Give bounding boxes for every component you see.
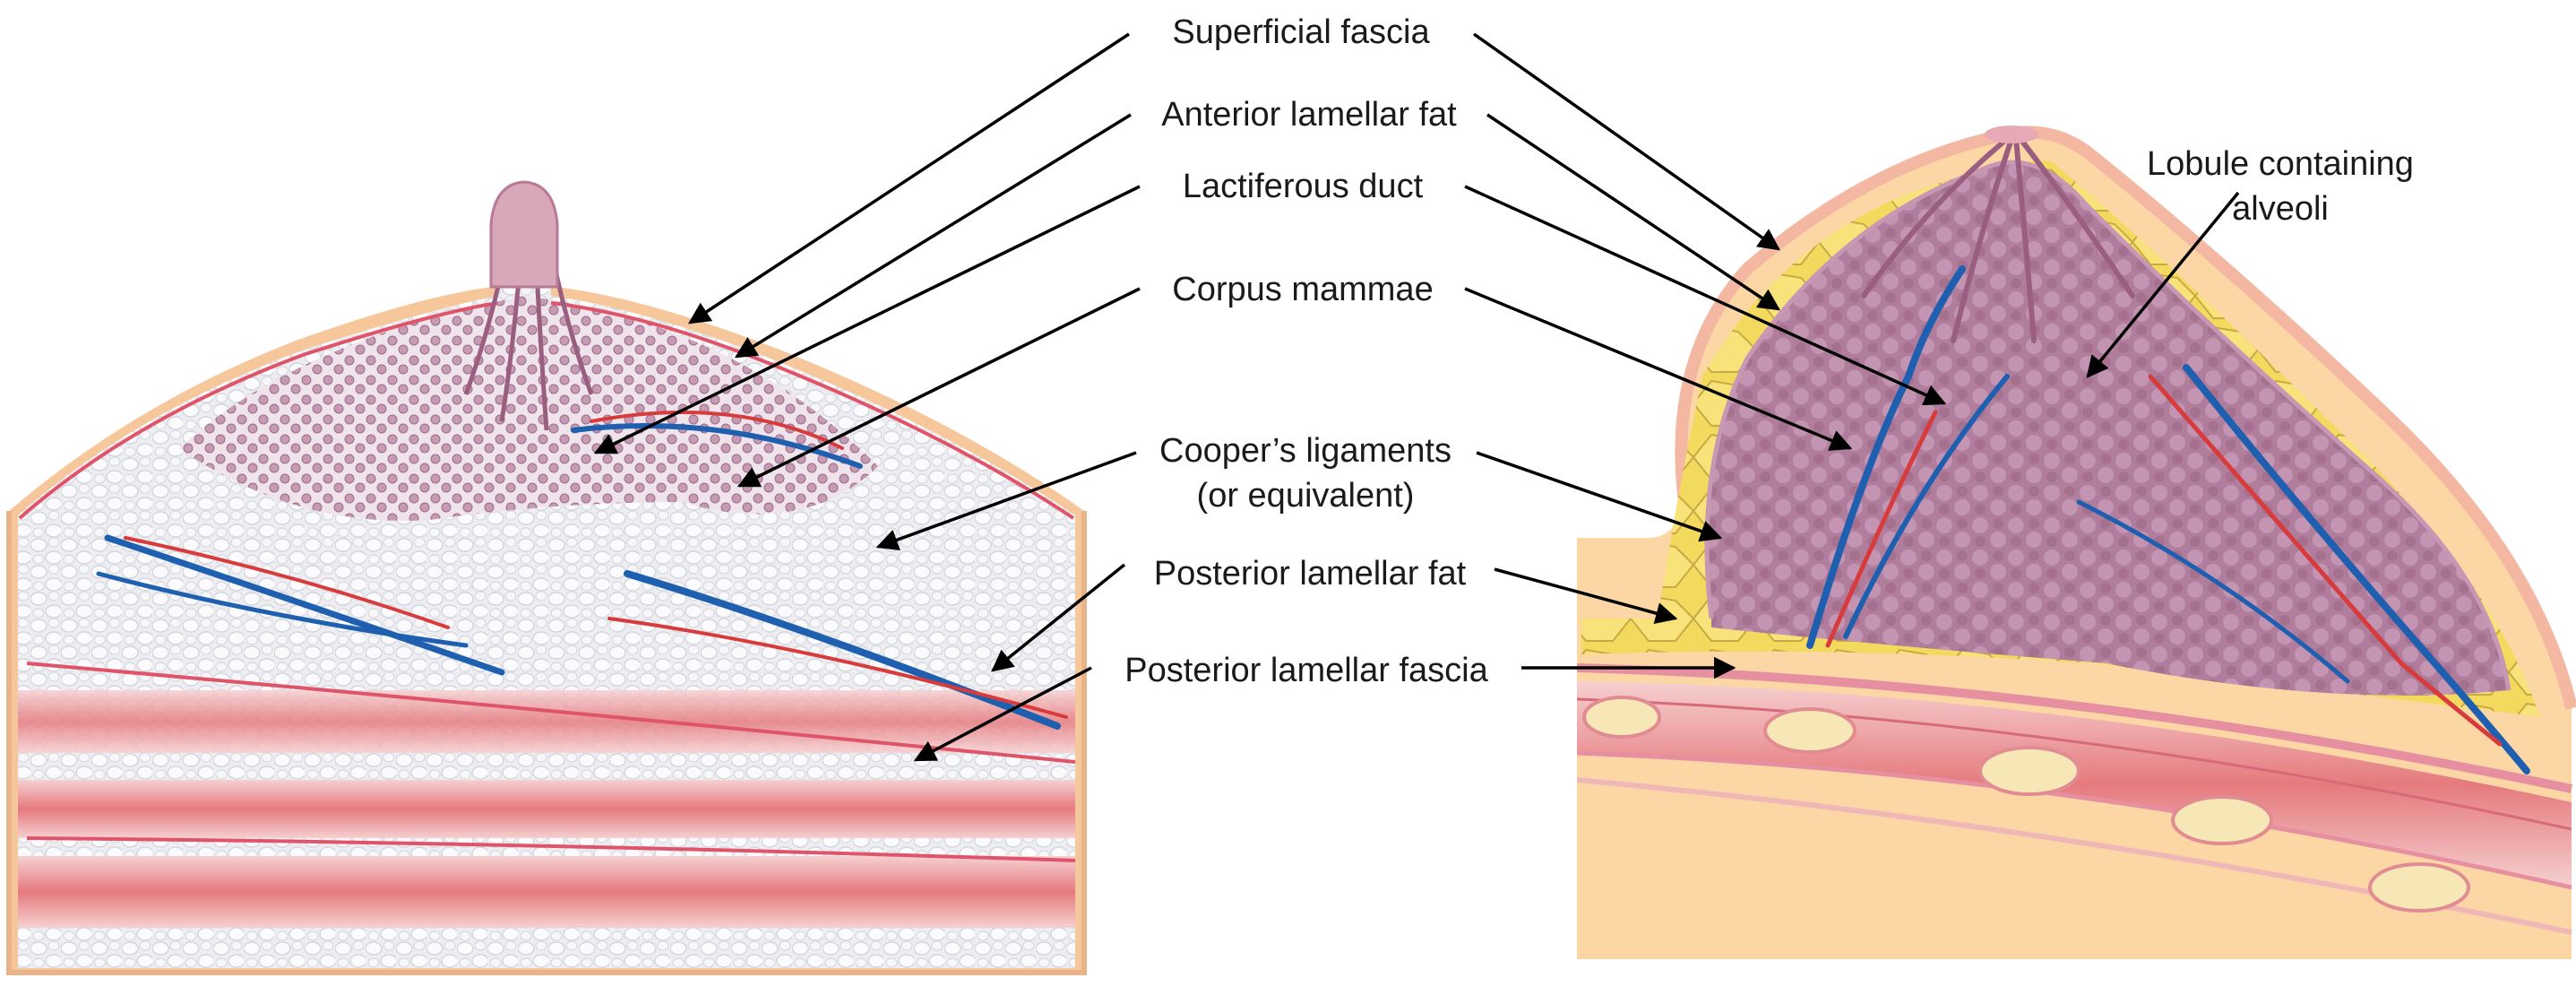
label-coopers-ligaments: Cooper’s ligaments: [1159, 432, 1452, 470]
left-cross-section: [6, 180, 1087, 975]
left-corpus-mammae: [179, 296, 878, 521]
label-lobule: Lobule containing: [2147, 145, 2414, 183]
label-superficial-fascia: Superficial fascia: [1172, 13, 1430, 51]
label-lobule-sub: alveoli: [2232, 190, 2329, 228]
label-posterior-lamellar-fat: Posterior lamellar fat: [1154, 555, 1467, 593]
label-lactiferous-duct: Lactiferous duct: [1183, 168, 1424, 205]
leader-arrows: [593, 32, 2240, 762]
label-anterior-lamellar-fat: Anterior lamellar fat: [1161, 96, 1457, 134]
label-posterior-lamellar-fascia: Posterior lamellar fascia: [1124, 652, 1488, 689]
left-nipple: [489, 180, 559, 289]
label-coopers-ligaments-sub: (or equivalent): [1197, 477, 1415, 515]
labels: Superficial fascia Anterior lamellar fat…: [1124, 13, 2414, 689]
label-corpus-mammae: Corpus mammae: [1172, 271, 1433, 308]
right-sagittal-section: [1576, 125, 2576, 959]
